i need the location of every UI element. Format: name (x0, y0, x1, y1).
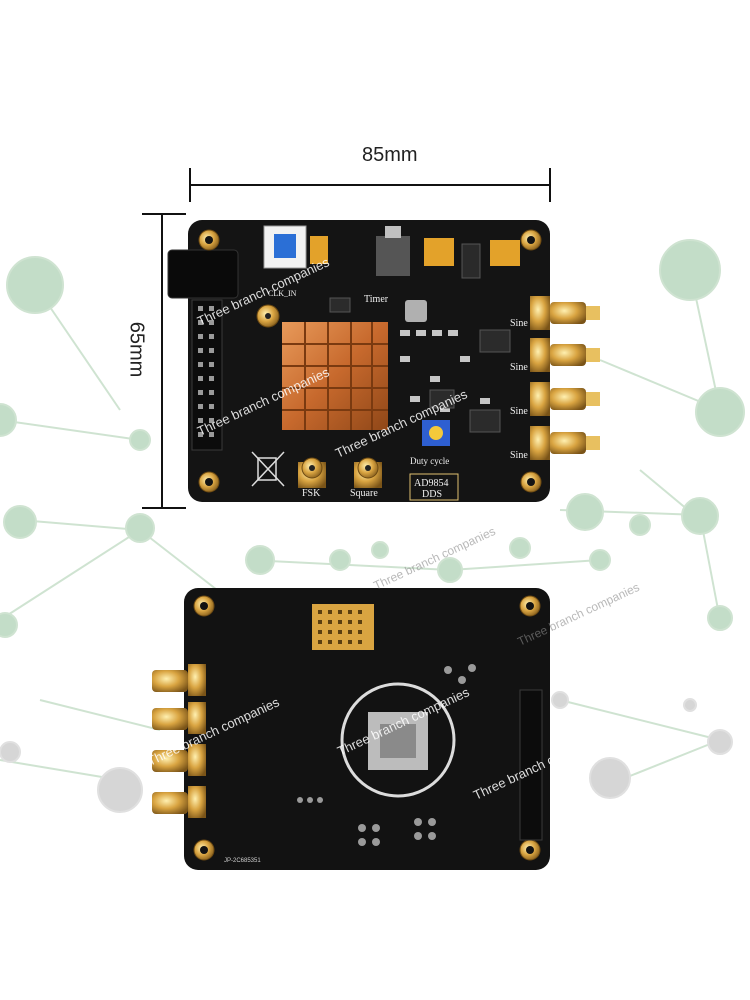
sma-connector-clk-in (256, 304, 280, 328)
silk-sine-1: Sine (510, 318, 528, 329)
back-board: JP-2C685351 (152, 588, 550, 870)
silk-fsk: FSK (302, 488, 321, 499)
silk-sine-4: Sine (510, 450, 528, 461)
sma-connector-sine-4 (530, 426, 600, 460)
sma-connector-back-1 (152, 664, 206, 696)
sma-connector-sine-1 (530, 296, 600, 330)
chip-label-line2: DDS (422, 489, 442, 500)
sma-connector-sine-2 (530, 338, 600, 372)
sma-connector-square (354, 457, 382, 488)
dimension-height (142, 213, 186, 509)
watermark-7: Three branch companies (371, 524, 497, 593)
height-dimension-label: 65mm (125, 321, 148, 378)
width-dimension-label: 85mm (362, 144, 418, 166)
silk-timer: Timer (364, 294, 389, 305)
back-serial: JP-2C685351 (224, 858, 261, 864)
heatsink (282, 322, 388, 430)
background-network-grey (0, 691, 733, 813)
chip-label-line1: AD9854 (414, 478, 448, 489)
dimension-width (189, 168, 551, 202)
recycle-bin-icon (251, 451, 285, 487)
front-board: CLK_IN Timer Sine Sine Sine Sine Duty cy… (167, 220, 600, 502)
silk-duty-cycle: Duty cycle (410, 456, 449, 466)
silk-clk-in: CLK_IN (268, 289, 297, 298)
sma-connector-back-3 (152, 744, 206, 776)
sma-connector-back-4 (152, 786, 206, 818)
background-network (0, 239, 745, 781)
sma-connector-fsk (298, 457, 326, 488)
silk-sine-2: Sine (510, 362, 528, 373)
sma-connector-back-2 (152, 702, 206, 734)
sma-connector-sine-3 (530, 382, 600, 416)
pin-header (191, 299, 223, 451)
silk-sine-3: Sine (510, 406, 528, 417)
silk-square: Square (350, 488, 378, 499)
